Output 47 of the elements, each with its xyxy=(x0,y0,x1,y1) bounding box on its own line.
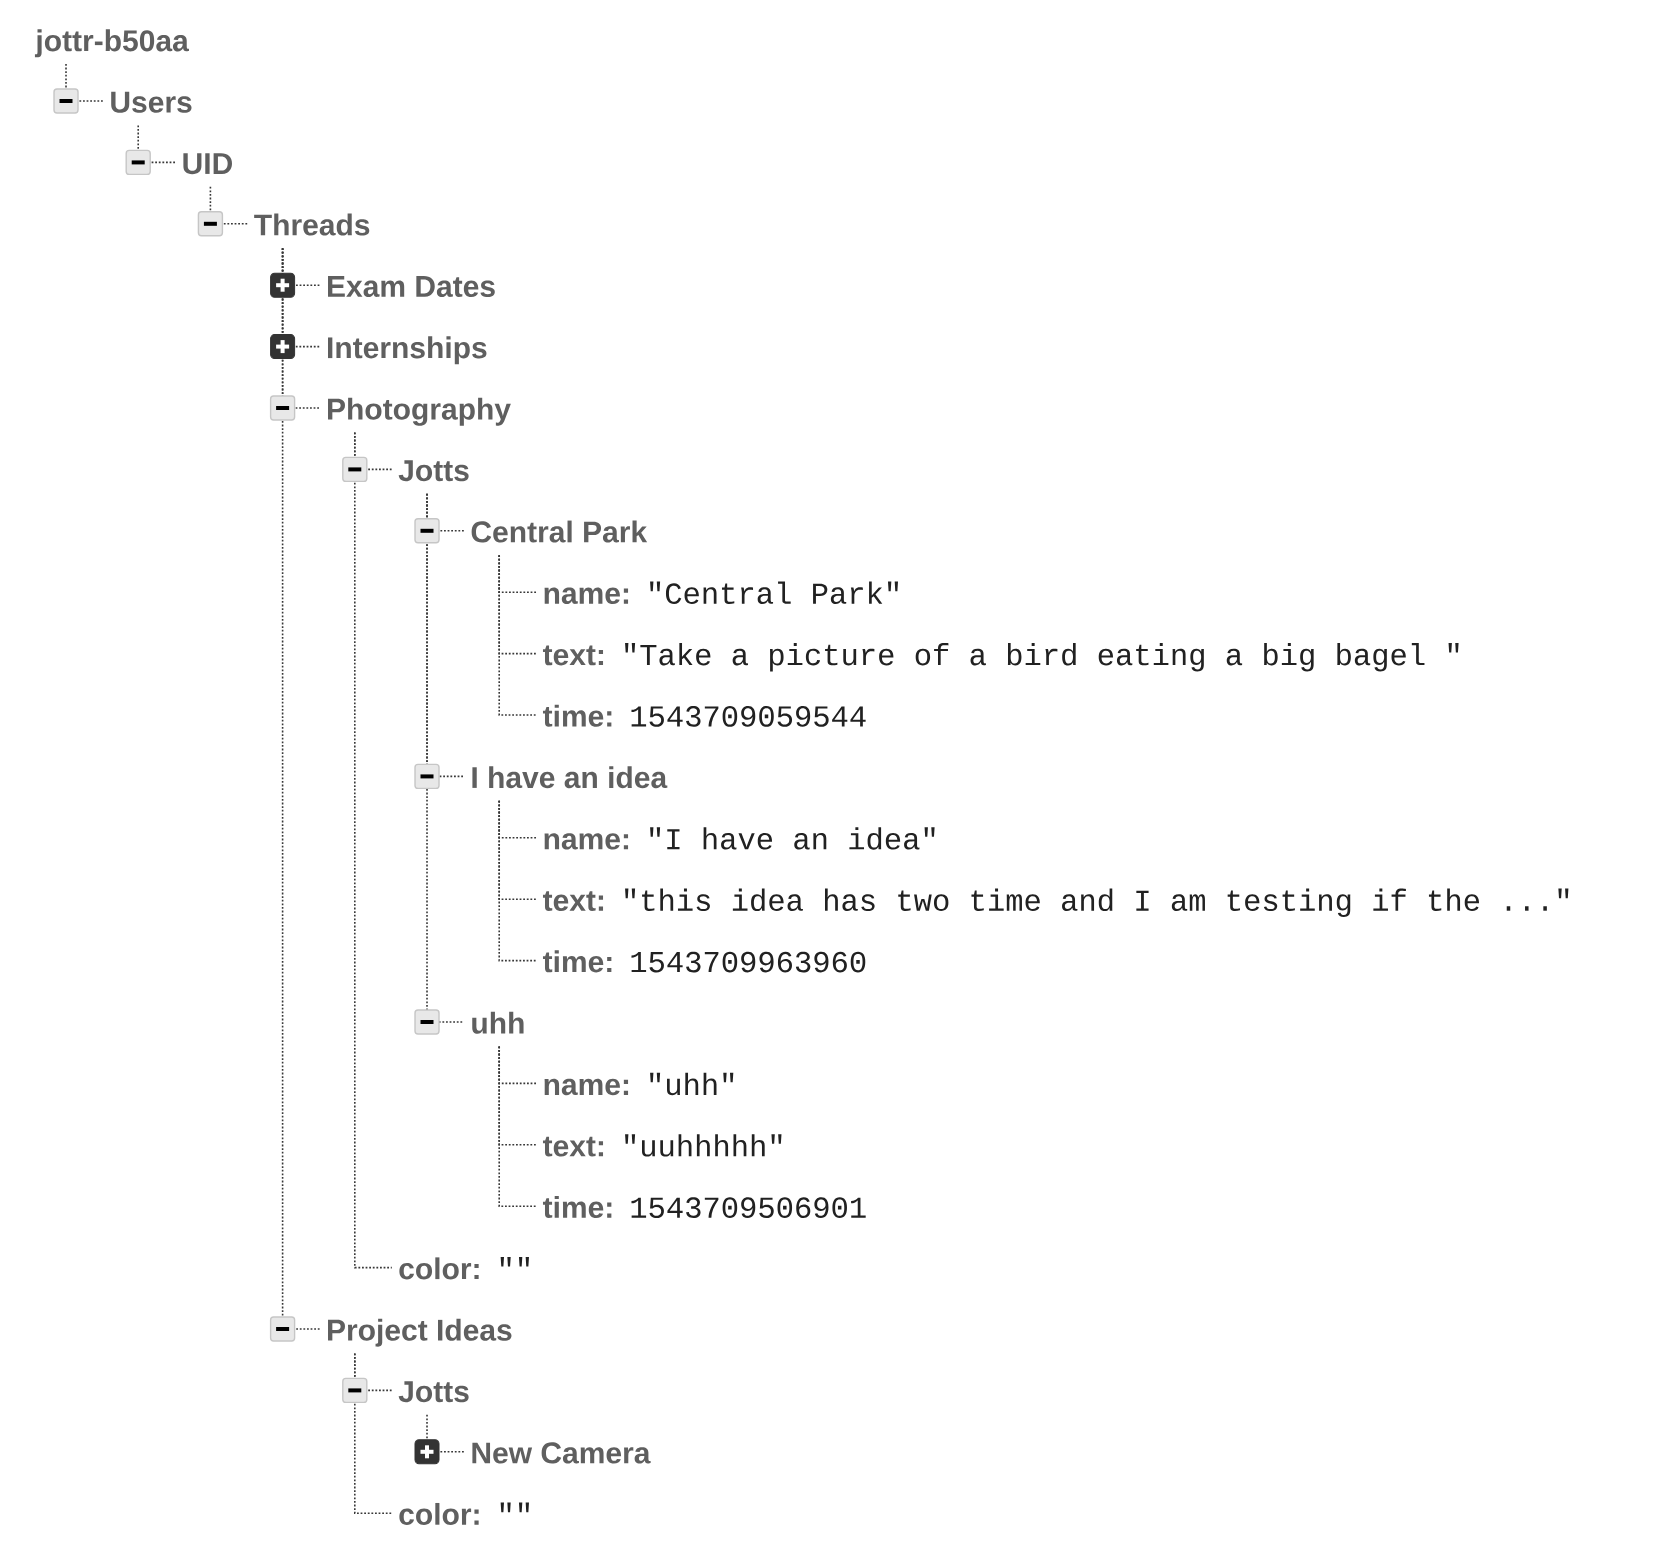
tree-label: Central Park xyxy=(471,520,648,543)
tree-label: Jotts xyxy=(398,1381,469,1403)
field-key: name: xyxy=(544,587,629,604)
field-key: text: xyxy=(543,1136,604,1157)
tree-line xyxy=(498,1045,537,1207)
field-key: time: xyxy=(543,704,612,727)
field-key: name: xyxy=(544,833,629,850)
field-key: color: xyxy=(399,1257,479,1280)
tree-label: UID xyxy=(183,153,232,175)
tree-line xyxy=(354,1352,393,1514)
tree-line xyxy=(498,554,537,716)
field-value: "this idea has two time and I am testing if the ..." xyxy=(625,888,1569,917)
tree-label: Project Ideas xyxy=(328,1318,512,1347)
field-value: 1543709506901 xyxy=(631,1197,866,1218)
tree-line xyxy=(354,431,393,1269)
tree-label: uhh xyxy=(472,1011,524,1034)
field-value: "Take a picture of a bird eating a big bagel " xyxy=(625,643,1459,672)
field-value: 1543709963960 xyxy=(631,951,866,973)
tree-line xyxy=(65,63,104,102)
field-value: "uuhhhhh" xyxy=(625,1134,782,1157)
tree-label: Internships xyxy=(328,336,487,365)
field-key: color: xyxy=(399,1502,479,1525)
tree-label: Photography xyxy=(328,397,511,426)
tree-label: Exam Dates xyxy=(328,276,495,297)
tree-label: Jotts xyxy=(398,460,469,482)
tree-label: Users xyxy=(111,91,192,113)
field-key: text: xyxy=(543,645,604,666)
tree-line xyxy=(281,247,321,1330)
field-key: time: xyxy=(543,950,612,973)
field-key: time: xyxy=(543,1195,612,1218)
tree-label: I have an idea xyxy=(472,766,668,789)
field-key: text: xyxy=(543,891,604,911)
tree-line xyxy=(498,800,537,962)
tree-label: Threads xyxy=(254,213,370,236)
tree-label: New Camera xyxy=(472,1442,651,1464)
field-value: "Central Park" xyxy=(650,581,898,604)
root-label: jottr-b50aa xyxy=(34,29,189,58)
field-value: 1543709059544 xyxy=(631,706,866,727)
tree-line xyxy=(426,493,465,1023)
field-key: name: xyxy=(544,1078,629,1096)
tree-line xyxy=(426,1414,465,1453)
field-value: "" xyxy=(500,1502,529,1513)
field-value: "" xyxy=(500,1257,529,1267)
field-value: "uhh" xyxy=(650,1072,734,1096)
tree-line xyxy=(209,186,249,225)
field-value: "I have an idea" xyxy=(650,827,935,850)
tree-line xyxy=(137,124,176,164)
